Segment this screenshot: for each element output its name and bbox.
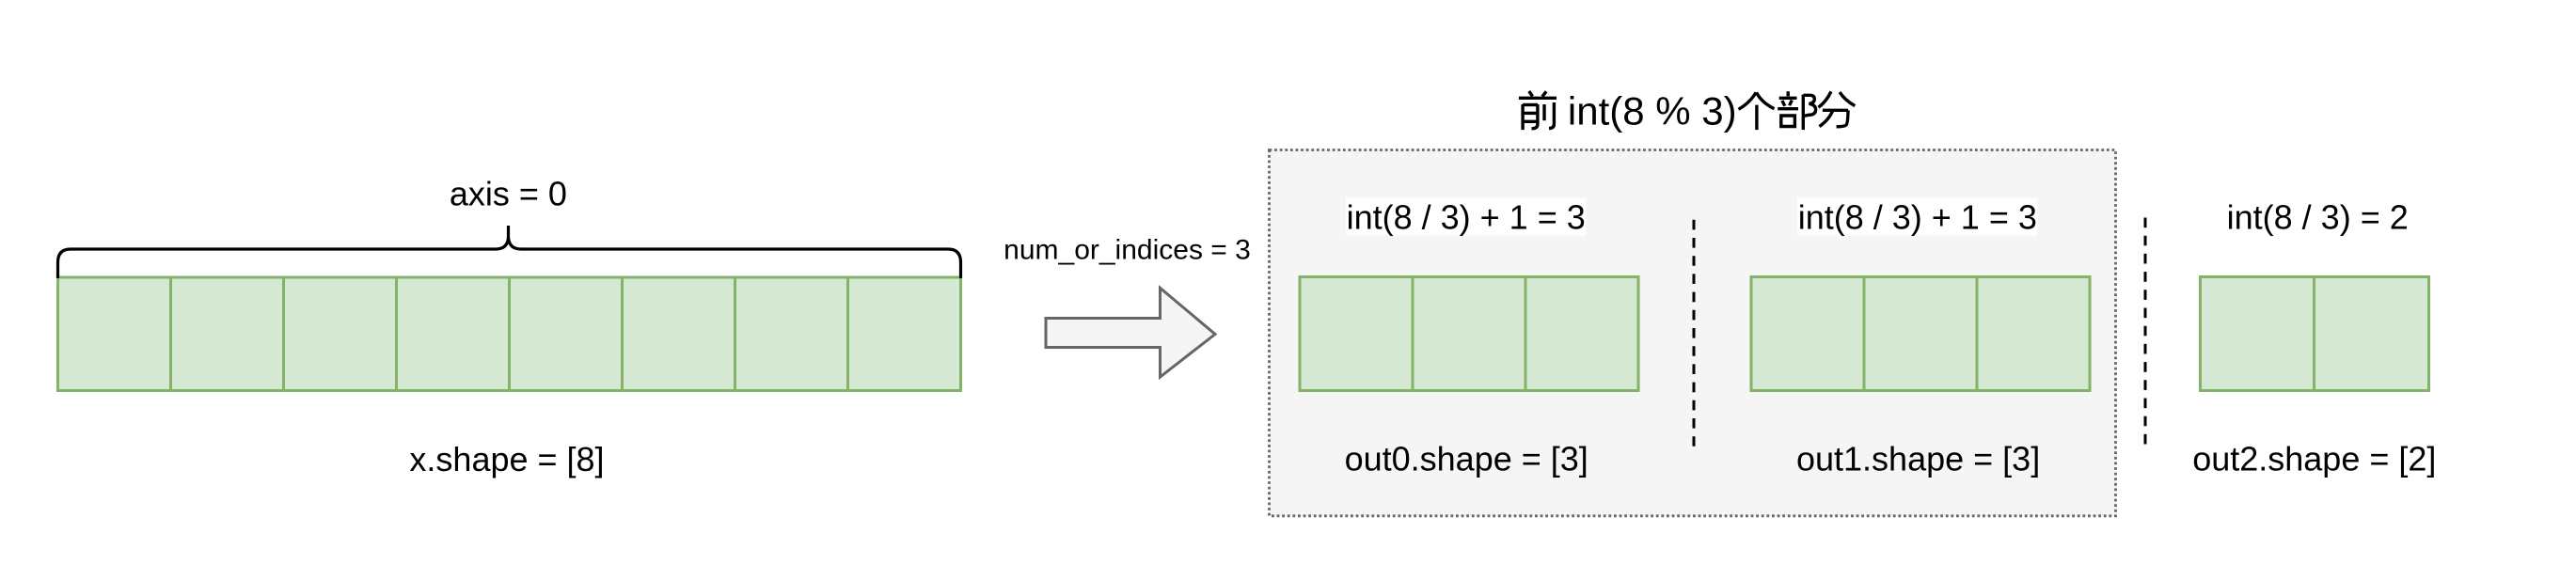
svg-text:x.shape = [8]: x.shape = [8] (409, 440, 604, 478)
svg-text:out0.shape = [3]: out0.shape = [3] (1345, 440, 1588, 478)
svg-text:out1.shape = [3]: out1.shape = [3] (1796, 440, 2040, 478)
svg-text:int(8 / 3) + 1 = 3: int(8 / 3) + 1 = 3 (1347, 197, 1586, 236)
svg-text:int(8 % 3): int(8 % 3) (1568, 88, 1737, 133)
svg-text:int(8 / 3) + 1 = 3: int(8 / 3) + 1 = 3 (1798, 197, 2037, 236)
svg-text:int(8 / 3) = 2: int(8 / 3) = 2 (2227, 197, 2409, 236)
svg-text:out2.shape = [2]: out2.shape = [2] (2192, 440, 2436, 478)
svg-text:axis = 0: axis = 0 (450, 175, 567, 213)
svg-text:num_or_indices = 3: num_or_indices = 3 (1004, 235, 1251, 266)
